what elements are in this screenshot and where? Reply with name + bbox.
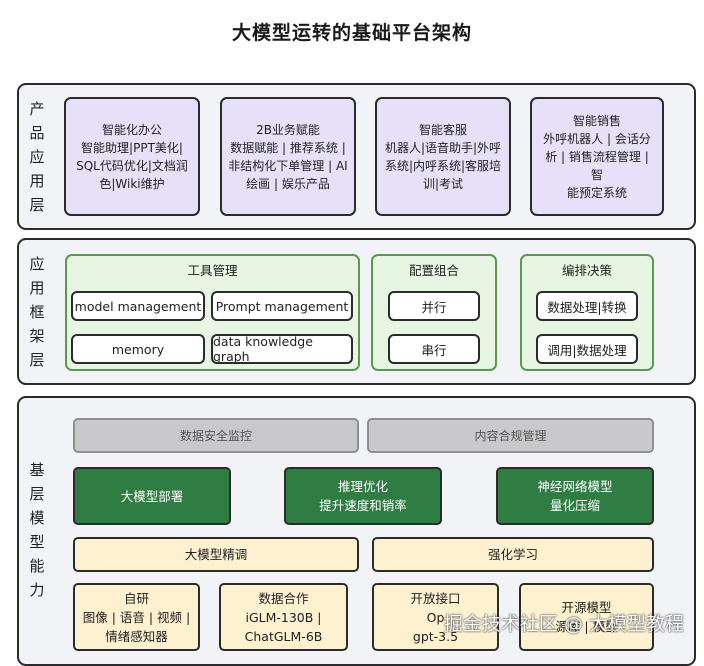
product-card-smart-service: 智能客服 机器人|语音助手|外呼 系统|内呼系统|客服培 训|考试 <box>375 97 511 216</box>
card-line: 绘画 | 娱乐产品 <box>246 176 330 191</box>
box-line: 开源模型 <box>561 600 612 615</box>
open-api-source: 开放接口 Op gpt-3.5 <box>372 583 499 651</box>
card-line: 智能化办公 <box>101 122 162 137</box>
card-line: 非结构化下单管理 | AI <box>228 158 348 173</box>
reinforcement-learning: 强化学习 <box>372 537 654 572</box>
watermark: 掘金技术社区 @ 大模型教程 <box>443 613 684 635</box>
card-line: 析 | 销售流程管理 | 智 <box>545 149 649 182</box>
tool-management-title: 工具管理 <box>187 263 238 278</box>
box-line: gpt-3.5 <box>412 628 459 644</box>
framework-layer-label: 应 用 框 架 层 <box>20 241 54 382</box>
card-line: 智能客服 <box>418 122 467 137</box>
label-char: 品 <box>29 123 45 142</box>
label-char: 层 <box>29 485 45 503</box>
box-line: iGLM-130B | <box>245 609 322 625</box>
product-layer-label: 产 品 应 用 层 <box>20 86 54 227</box>
box-line: 开放接口 <box>410 590 461 606</box>
self-developed-source: 自研 图像 | 语音 | 视频 | 情绪感知器 <box>73 583 200 651</box>
label-char: 力 <box>29 581 45 599</box>
serial-item: 串行 <box>388 334 480 364</box>
label-char: 用 <box>29 278 45 297</box>
box-line: 自研 <box>123 590 149 606</box>
box-line: ChatGLM-6B <box>244 628 323 644</box>
diagram-title: 大模型运转的基础平台架构 <box>231 22 472 44</box>
card-line: 色|Wiki维护 <box>99 176 165 191</box>
box-line: 神经网络模型 <box>537 479 613 494</box>
product-card-2b-business: 2B业务赋能 数据赋能 | 推荐系统 | 非结构化下单管理 | AI 绘画 | … <box>220 97 356 216</box>
card-line: 系统|内呼系统|客服培 <box>384 158 502 173</box>
label-char: 层 <box>29 350 45 369</box>
card-line: 2B业务赋能 <box>256 122 320 137</box>
card-line: 能预定系统 <box>566 185 627 200</box>
card-line: 智能销售 <box>572 113 621 128</box>
data-security-monitoring: 数据安全监控 <box>73 418 359 453</box>
card-line: 机器人|语音助手|外呼 <box>384 140 502 155</box>
label-char: 模 <box>29 509 45 527</box>
box-line: 推理优化 <box>337 479 388 494</box>
data-knowledge-graph-item: data knowledge graph <box>211 334 353 364</box>
box-line: 大模型部署 <box>120 488 184 504</box>
product-card-smart-sales: 智能销售 外呼机器人 | 会话分 析 | 销售流程管理 | 智 能预定系统 <box>530 97 664 216</box>
card-line: 数据赋能 | 推荐系统 | <box>230 140 346 155</box>
box-line: 图像 | 语音 | 视频 | <box>82 609 191 625</box>
orchestration-group-title: 编排决策 <box>561 263 612 278</box>
label-char: 能 <box>29 557 45 575</box>
label-char: 架 <box>29 326 45 345</box>
memory-item: memory <box>71 334 205 364</box>
label-char: 层 <box>29 195 45 214</box>
card-line: 外呼机器人 | 会话分 <box>543 131 651 146</box>
label-char: 产 <box>29 99 45 118</box>
model-fine-tuning: 大模型精调 <box>73 537 359 572</box>
label-char: 型 <box>29 533 45 551</box>
data-cooperation-source: 数据合作 iGLM-130B | ChatGLM-6B <box>219 583 348 651</box>
label-char: 应 <box>29 254 45 273</box>
label-char: 框 <box>29 302 45 321</box>
open-source-model: 开源模型 源库 | 模型 <box>519 583 654 651</box>
box-line: 数据合作 <box>258 590 309 606</box>
card-line: 智能助理|PPT美化| <box>81 140 183 155</box>
box-line: Op <box>426 609 445 625</box>
box-line: 源库 | 模型 <box>555 619 618 634</box>
box-line: 提升速度和销率 <box>319 498 407 513</box>
label-char: 应 <box>29 147 45 166</box>
label-char: 用 <box>29 171 45 190</box>
config-group-title: 配置组合 <box>408 263 459 278</box>
data-processing-item: 数据处理|转换 <box>536 291 638 321</box>
card-line: SQL代码优化|文档润 <box>76 158 188 173</box>
capability-layer-label: 基 层 模 型 能 力 <box>20 450 54 610</box>
model-quantization: 神经网络模型 量化压缩 <box>496 467 654 525</box>
call-processing-item: 调用|数据处理 <box>536 334 638 364</box>
box-line: 情绪感知器 <box>105 628 168 644</box>
model-deployment: 大模型部署 <box>73 467 231 525</box>
model-management-item: model management <box>71 291 205 321</box>
card-line: 训|考试 <box>422 176 464 191</box>
content-compliance-management: 内容合规管理 <box>367 418 654 453</box>
label-char: 基 <box>29 461 45 479</box>
inference-optimization: 推理优化 提升速度和销率 <box>284 467 442 525</box>
prompt-management-item: Prompt management <box>211 291 353 321</box>
parallel-item: 并行 <box>388 291 480 321</box>
product-card-smart-office: 智能化办公 智能助理|PPT美化| SQL代码优化|文档润 色|Wiki维护 <box>64 97 200 216</box>
box-line: 量化压缩 <box>549 498 600 513</box>
